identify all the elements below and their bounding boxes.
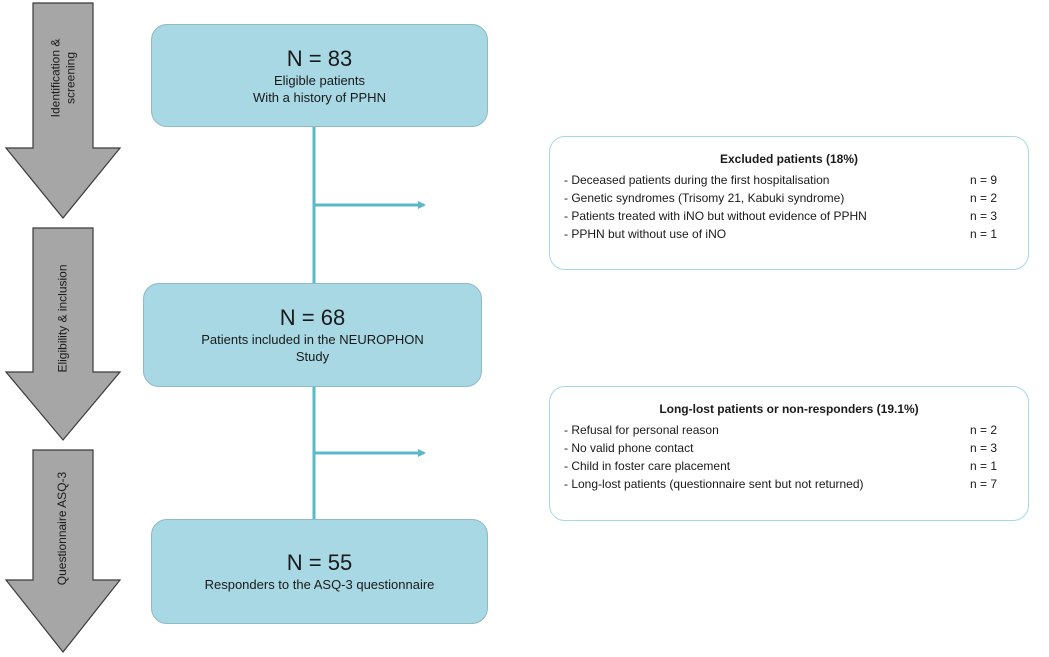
lost-item-count: n = 1 bbox=[970, 459, 998, 473]
lost-item-text: - Child in foster care placement bbox=[564, 459, 731, 473]
excluded-item-count: n = 1 bbox=[970, 227, 998, 241]
lost-item: - No valid phone contact n = 3 bbox=[564, 439, 1014, 457]
lost-item-text: - No valid phone contact bbox=[564, 441, 694, 455]
lost-item: - Long-lost patients (questionnaire sent… bbox=[564, 475, 1014, 493]
excluded-patients-box: Excluded patients (18%) - Deceased patie… bbox=[549, 136, 1029, 270]
lost-item-count: n = 3 bbox=[970, 441, 998, 455]
excluded-item: - Deceased patients during the first hos… bbox=[564, 171, 1014, 189]
lost-item: - Refusal for personal reason n = 2 bbox=[564, 421, 1014, 439]
box-text: Responders to the ASQ-3 questionnaire bbox=[204, 577, 435, 592]
stage-arrow-identification bbox=[4, 2, 122, 219]
box-text: Patients included in the NEUROPHON bbox=[201, 332, 424, 347]
lost-item-count: n = 2 bbox=[970, 423, 998, 437]
excluded-item: - Patients treated with iNO but without … bbox=[564, 207, 1014, 225]
excluded-title: Excluded patients (18%) bbox=[719, 152, 859, 166]
lost-item: - Child in foster care placement n = 1 bbox=[564, 457, 1014, 475]
excluded-item-count: n = 9 bbox=[970, 173, 998, 187]
excluded-item-count: n = 2 bbox=[970, 191, 998, 205]
stage-arrow-eligibility bbox=[4, 227, 122, 441]
lost-item-text: - Long-lost patients (questionnaire sent… bbox=[564, 477, 864, 491]
box-count: N = 83 bbox=[286, 45, 353, 71]
box-count: N = 68 bbox=[279, 305, 346, 330]
box-text: With a history of PPHN bbox=[253, 89, 386, 105]
excluded-item-text: - Genetic syndromes (Trisomy 21, Kabuki … bbox=[564, 191, 845, 205]
excluded-item: - PPHN but without use of iNO n = 1 bbox=[564, 225, 1014, 243]
excluded-item-text: - Deceased patients during the first hos… bbox=[564, 173, 830, 187]
excluded-item-text: - Patients treated with iNO but without … bbox=[564, 209, 867, 223]
box-included: N = 68 Patients included in the NEUROPHO… bbox=[143, 283, 482, 387]
box-count: N = 55 bbox=[286, 550, 353, 575]
box-eligible: N = 83 Eligible patients With a history … bbox=[151, 24, 488, 127]
box-responders: N = 55 Responders to the ASQ-3 questionn… bbox=[151, 519, 488, 624]
excluded-item-count: n = 3 bbox=[970, 209, 998, 223]
excluded-item: - Genetic syndromes (Trisomy 21, Kabuki … bbox=[564, 189, 1014, 207]
lost-patients-box: Long-lost patients or non-responders (19… bbox=[549, 386, 1029, 521]
lost-item-text: - Refusal for personal reason bbox=[564, 423, 719, 437]
box-text: Eligible patients bbox=[273, 72, 366, 88]
excluded-item-text: - PPHN but without use of iNO bbox=[564, 227, 727, 241]
box-text: Study bbox=[295, 349, 330, 364]
lost-title: Long-lost patients or non-responders (19… bbox=[659, 402, 919, 416]
lost-item-count: n = 7 bbox=[970, 477, 998, 491]
stage-arrow-questionnaire bbox=[4, 449, 122, 653]
